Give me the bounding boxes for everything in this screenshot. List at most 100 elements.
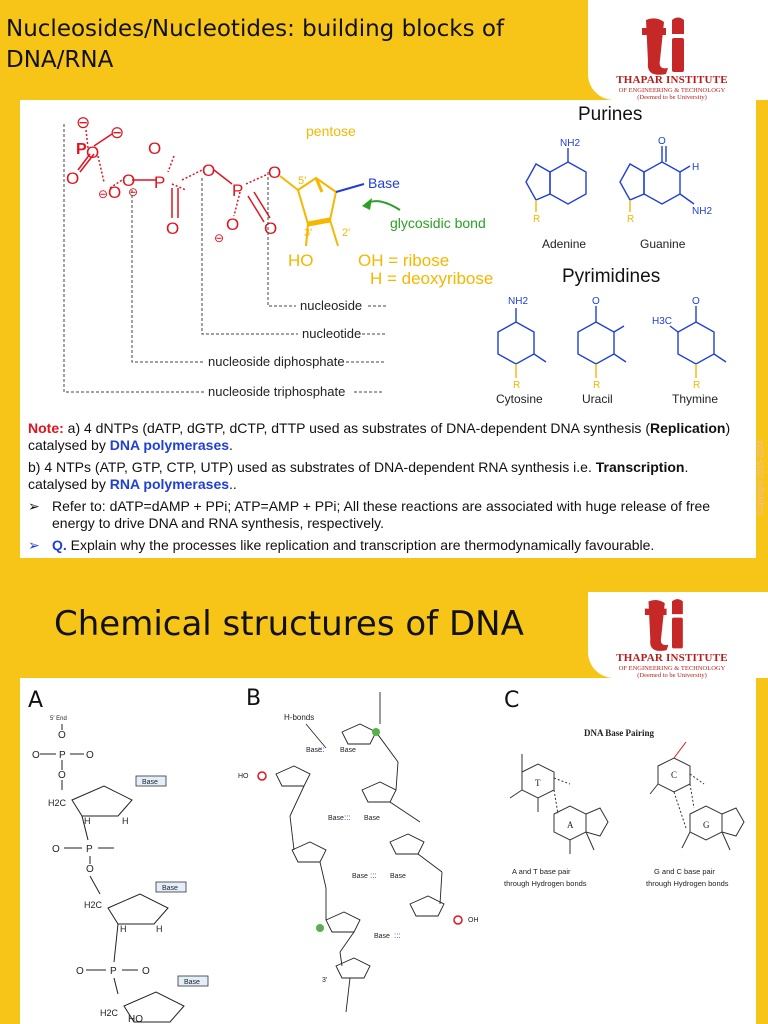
base-label: Base	[142, 779, 158, 786]
cytosine-r: R	[513, 380, 520, 391]
adenine-label: Adenine	[542, 237, 586, 251]
thymine-h3c: H3C	[652, 316, 672, 327]
diphosphate-label: nucleoside diphosphate	[208, 354, 345, 369]
svg-text:O: O	[226, 215, 239, 234]
h2c-label: H2C	[84, 900, 103, 910]
panel-a-diagram: 5' End O O P O O O P O O P O HO	[32, 716, 209, 1024]
svg-text:⊖: ⊖	[214, 231, 224, 245]
base-box: Base	[177, 975, 209, 987]
svg-text::::: :::	[318, 745, 325, 754]
panel-b-diagram: H-bonds Base Base	[238, 692, 479, 1013]
o-label: O	[76, 966, 84, 977]
oxygen-highlight	[257, 771, 267, 781]
base-box: Base	[155, 881, 187, 893]
svg-text:⊖: ⊖	[110, 123, 124, 142]
adenine-r: R	[533, 214, 540, 225]
note-a: Note: a) 4 dNTPs (dATP, dGTP, dCTP, dTTP…	[28, 420, 731, 453]
ho-label: HO	[288, 251, 314, 270]
svg-text:O: O	[264, 219, 277, 238]
o-label: O	[58, 730, 66, 741]
svg-text:P: P	[232, 181, 243, 200]
h-label: H	[84, 816, 91, 826]
svg-text:⊖: ⊖	[128, 185, 138, 199]
notes-text: Note: a) 4 dNTPs (dATP, dGTP, dCTP, dTTP…	[28, 420, 748, 559]
p-label: P	[59, 750, 66, 761]
nucleotide-label: nucleotide	[302, 326, 361, 341]
slide-title: Chemical structures of DNA	[54, 604, 524, 644]
svg-text::::: :::	[394, 931, 401, 940]
panel-c-label: C	[504, 688, 520, 713]
svg-text:O: O	[148, 139, 161, 158]
cytosine-nh2: NH2	[508, 296, 528, 307]
thymine-label: Thymine	[672, 392, 718, 406]
svg-text:⊖: ⊖	[98, 187, 108, 201]
p-label: P	[86, 844, 93, 855]
h-deoxyribose-label: H = deoxyribose	[370, 269, 493, 288]
adenine-nh2: NH2	[560, 138, 580, 149]
o-label: O	[142, 966, 150, 977]
h-label: H	[156, 924, 163, 934]
note-bullet-question: ➢Q. Explain why the processes like repli…	[28, 537, 655, 553]
ho-label: HO	[238, 773, 249, 780]
pyrimidines-heading: Pyrimidines	[562, 266, 660, 287]
at-caption-2: through Hydrogen bonds	[504, 879, 587, 888]
uracil-r: R	[593, 380, 600, 391]
uracil-o: O	[592, 296, 600, 307]
ti-logo-icon	[642, 17, 684, 75]
triphosphate-label: nucleoside triphosphate	[208, 384, 345, 399]
panel-b-label: B	[246, 686, 262, 711]
base-label: Base	[184, 979, 200, 986]
nucleotide-diagram: ⊖ O O ⊖ ⊖ O O P O ⊖ O O P O ⊖ O O P	[63, 113, 493, 399]
slide-dna-structures: Chemical structures of DNA THAPAR INSTIT…	[0, 592, 768, 1024]
three-prime-label: 3'	[322, 977, 327, 984]
svg-text:O: O	[122, 171, 135, 190]
institute-logo: THAPAR INSTITUTE OF ENGINEERING & TECHNO…	[602, 596, 742, 679]
h2c-label: H2C	[48, 798, 67, 808]
thymine-structure	[669, 306, 727, 365]
at-caption-1: A and T base pair	[512, 867, 571, 876]
a-label: A	[567, 820, 574, 830]
o-label: O	[86, 864, 94, 875]
g-label: G	[703, 820, 710, 830]
note-bullet-refer: ➢Refer to: dATP=dAMP + PPi; ATP=AMP + PP…	[28, 498, 711, 531]
base-label: Base	[352, 873, 368, 880]
h-label: H	[120, 924, 127, 934]
bases-diagram: Purines Pyrimidines NH2 R Adenine O H NH…	[496, 104, 727, 406]
ho-label: HO	[128, 1014, 143, 1024]
carbon-highlight	[316, 924, 324, 932]
o-label: O	[32, 750, 40, 761]
p-label: P	[110, 966, 117, 977]
cytosine-structure	[497, 308, 547, 365]
adenine-structure	[525, 148, 587, 205]
o-label: O	[86, 143, 99, 162]
base-box: Base	[135, 775, 167, 787]
o-label: O	[52, 844, 60, 855]
o-label: O	[58, 770, 66, 781]
slide-nucleotides: Nucleosides/Nucleotides: building blocks…	[6, 0, 768, 559]
o-label: O	[86, 750, 94, 761]
slide-title: Nucleosides/Nucleotides: building blocks…	[6, 16, 505, 73]
panel-a-label: A	[28, 688, 44, 713]
c-label: C	[671, 770, 677, 780]
guanine-o: O	[658, 136, 666, 147]
svg-text:⊖: ⊖	[76, 113, 90, 132]
content-panel	[20, 100, 756, 558]
uracil-structure	[577, 306, 627, 365]
institute-logo: THAPAR INSTITUTE OF ENGINEERING & TECHNO…	[602, 14, 742, 101]
svg-text:O: O	[108, 183, 121, 202]
t-label: T	[535, 778, 541, 788]
hbonds-label: H-bonds	[284, 713, 314, 722]
h-label: H	[122, 816, 129, 826]
purines-heading: Purines	[578, 104, 642, 125]
c5-label: 5'	[298, 175, 306, 187]
content-panel	[20, 678, 756, 1024]
base-label: Base	[328, 815, 344, 822]
svg-text:O: O	[166, 219, 179, 238]
guanine-h: H	[692, 162, 699, 173]
gc-caption-2: through Hydrogen bonds	[646, 879, 729, 888]
glycosidic-bond-label: glycosidic bond	[390, 215, 486, 231]
guanine-structure	[619, 146, 695, 205]
base-label: Base	[364, 815, 380, 822]
svg-text:P: P	[76, 141, 87, 158]
thymine-o: O	[692, 296, 700, 307]
